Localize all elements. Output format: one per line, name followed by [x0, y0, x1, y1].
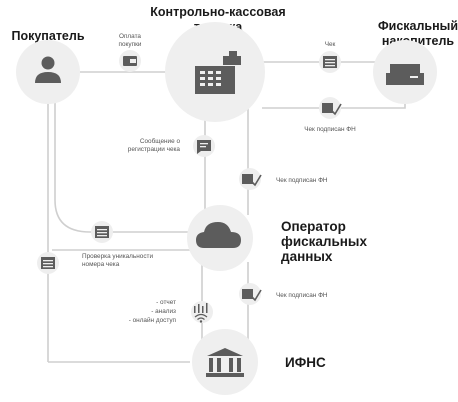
cash-register-icon	[195, 51, 241, 94]
receipt-icon	[323, 56, 337, 68]
cash-register-node: Контрольно-кассовая техника	[150, 5, 286, 122]
signed-document-icon	[242, 289, 262, 302]
registration-label-line1: Сообщение о	[140, 137, 181, 145]
flow-registration: Сообщение о регистрации чека	[128, 135, 215, 157]
ifns-node: ИФНС	[192, 329, 326, 395]
analytics-wifi-icon	[194, 303, 208, 323]
ofd-title-line3: данных	[281, 249, 333, 264]
ofd-title-line2: фискальных	[281, 234, 367, 249]
government-building-icon	[206, 348, 244, 377]
ofd-title-line1: Оператор	[281, 219, 346, 234]
flow-payment: Оплата покупки	[119, 33, 142, 72]
payment-label-line2: покупки	[119, 41, 142, 48]
flow-ifns-services: - отчет - анализ - онлайн доступ	[129, 299, 213, 324]
flow-signed-to-ofd: Чек подписан ФН	[239, 168, 328, 190]
buyer-title: Покупатель	[11, 29, 84, 43]
signed-to-ifns-label: Чек подписан ФН	[276, 292, 328, 299]
flow-signed-from-fn: Чек подписан ФН	[304, 97, 356, 133]
receipt-icon	[41, 257, 55, 269]
ifns-service-report: - отчет	[156, 299, 176, 306]
registration-label-line2: регистрации чека	[128, 146, 181, 153]
signed-document-icon	[242, 174, 262, 187]
ofd-node: Оператор фискальных данных	[187, 205, 367, 271]
flow-uniqueness: Проверка уникальности номера чека	[37, 221, 153, 274]
ifns-circle	[192, 329, 258, 395]
wallet-icon	[123, 56, 137, 66]
message-icon	[197, 140, 211, 154]
cloud-icon	[196, 222, 241, 248]
signed-to-ofd-label: Чек подписан ФН	[276, 177, 328, 184]
printer-icon	[386, 64, 424, 85]
buyer-node: Покупатель	[11, 29, 85, 104]
uniqueness-label-line2: номера чека	[82, 261, 120, 268]
connector-buyer-ofd	[54, 100, 188, 233]
fiscal-drive-title-line1: Фискальный	[378, 19, 458, 33]
signed-from-fn-label: Чек подписан ФН	[304, 126, 356, 133]
cash-register-title-line1: Контрольно-кассовая	[150, 5, 285, 19]
flow-receipt: Чек	[319, 41, 341, 73]
payment-label-line1: Оплата	[119, 33, 141, 40]
fiscal-drive-node: Фискальный накопитель	[373, 19, 458, 104]
signed-document-icon	[322, 103, 342, 116]
flow-signed-to-ifns: Чек подписан ФН	[239, 283, 328, 305]
receipt-label: Чек	[325, 41, 336, 48]
uniqueness-label-line1: Проверка уникальности	[82, 253, 153, 260]
person-icon	[35, 56, 61, 83]
receipt-icon	[95, 226, 109, 238]
ifns-service-online-access: - онлайн доступ	[129, 316, 177, 324]
ifns-title: ИФНС	[285, 355, 326, 370]
ifns-service-analysis: - анализ	[151, 308, 176, 315]
